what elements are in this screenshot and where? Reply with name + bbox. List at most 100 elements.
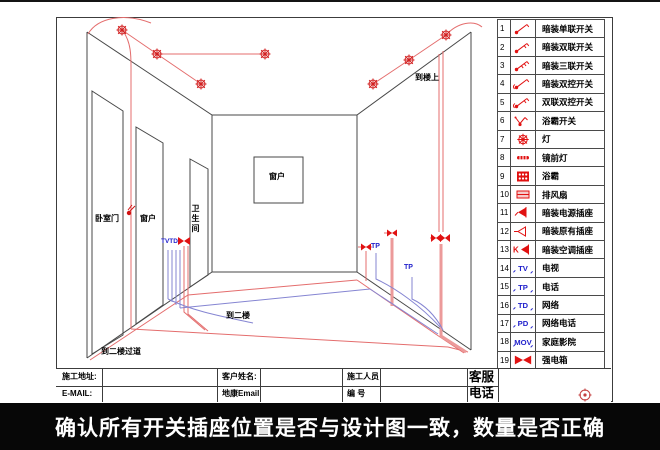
svg-text:TD: TD xyxy=(518,301,529,310)
socket-power-icon xyxy=(511,204,536,222)
switch-single-icon xyxy=(511,20,536,38)
bedroom-door xyxy=(91,90,124,355)
email-label: E-MAIL: xyxy=(62,389,93,398)
bath-heater-icon xyxy=(511,167,536,185)
blue-wiring xyxy=(167,250,444,335)
legend-label: 电视 xyxy=(542,263,560,274)
legend-number: 2 xyxy=(498,38,511,56)
legend-row: 2 暗装双联开关 xyxy=(498,38,604,57)
service-label-line2: 电话 xyxy=(469,386,495,400)
crew-label: 施工人员 xyxy=(347,372,379,381)
switch-two-way-icon xyxy=(511,75,536,93)
lamp-icon xyxy=(511,130,536,148)
switch-icon xyxy=(126,204,136,216)
tvtd-outlet-label: TVTD xyxy=(161,238,178,245)
address-label: 施工地址: xyxy=(62,372,97,381)
td-outlet-icon: TD xyxy=(511,296,536,314)
exhaust-fan-icon xyxy=(511,185,536,204)
legend-label: 浴霸开关 xyxy=(542,115,577,126)
power-socket-icon xyxy=(361,243,371,251)
title-block-divider xyxy=(498,369,499,402)
lamp-icons xyxy=(116,24,452,90)
customer-name-label: 客户姓名: xyxy=(222,372,257,381)
svg-text:TP: TP xyxy=(518,282,528,291)
lamp-icon xyxy=(259,48,271,60)
legend-label: 暗装双控开关 xyxy=(542,78,594,89)
legend-label: 家庭影院 xyxy=(542,336,577,347)
svg-text:PD: PD xyxy=(518,319,529,328)
svg-text:TV: TV xyxy=(518,264,529,273)
legend-number: 7 xyxy=(498,130,511,148)
svg-text:K: K xyxy=(513,246,519,255)
legend-number: 12 xyxy=(498,222,511,241)
red-wiring xyxy=(87,17,483,361)
legend-number: 19 xyxy=(498,351,511,370)
power-socket-icon xyxy=(178,237,190,245)
caption-text: 确认所有开关插座位置是否与设计图一致，数量是否正确 xyxy=(55,416,605,440)
svg-text:MOV: MOV xyxy=(514,338,532,347)
bedroom-door-label: 卧室门 xyxy=(95,214,119,223)
legend-label: 暗装双联开关 xyxy=(542,42,594,53)
legend-number: 3 xyxy=(498,56,511,75)
service-label-line1: 客服 xyxy=(469,370,495,384)
legend-number: 8 xyxy=(498,148,511,167)
tp-outlet-label: TP xyxy=(371,243,380,250)
tv-outlet-icon: TV xyxy=(511,259,536,277)
legend-row: 12 暗装原有插座 xyxy=(498,222,604,242)
title-block: 施工地址: E-MAIL: 客户姓名: 地康Email 施工人员 编 号 客服 … xyxy=(56,368,611,402)
socket-ac-icon: K xyxy=(511,241,536,259)
to-second-floor-label: 到二楼 xyxy=(226,311,250,320)
power-socket-icon xyxy=(387,229,397,237)
title-block-divider xyxy=(467,369,468,402)
switch-triple-icon xyxy=(511,56,536,75)
legend-row: 1 暗装单联开关 xyxy=(498,20,604,39)
mov-outlet-icon: MOV xyxy=(511,333,536,351)
legend-number: 17 xyxy=(498,314,511,333)
legend-number: 4 xyxy=(498,75,511,93)
legend-label: 暗装原有插座 xyxy=(542,226,594,237)
legend-label: 暗装三联开关 xyxy=(542,60,594,71)
socket-existing-icon xyxy=(511,222,536,241)
legend-label: 镜前灯 xyxy=(542,152,568,163)
power-box-icon xyxy=(511,351,536,370)
stamp-icon xyxy=(578,388,592,402)
legend-number: 16 xyxy=(498,296,511,314)
left-window xyxy=(135,126,164,325)
legend-number: 18 xyxy=(498,333,511,351)
switch-double-icon xyxy=(511,38,536,56)
legend-number: 6 xyxy=(498,112,511,130)
tp-outlet-label: TP xyxy=(404,264,413,271)
legend-label: 排风扇 xyxy=(542,189,568,200)
red-thick-wiring xyxy=(390,238,467,354)
legend-number: 1 xyxy=(498,20,511,38)
room-drawing xyxy=(86,17,483,361)
back-window-label: 窗户 xyxy=(269,172,285,181)
title-block-divider xyxy=(342,369,343,402)
legend-label: 暗装空调插座 xyxy=(542,244,594,255)
legend-number: 9 xyxy=(498,167,511,185)
number-label: 编 号 xyxy=(347,389,366,398)
legend-number: 11 xyxy=(498,204,511,222)
legend-label: 暗装单联开关 xyxy=(542,23,594,34)
legend-label: 暗装电源插座 xyxy=(542,207,594,218)
lamp-icon xyxy=(367,78,379,90)
legend-row: 4 暗装双控开关 xyxy=(498,75,604,94)
legend-row: 11 暗装电源插座 xyxy=(498,204,604,223)
lamp-icon xyxy=(403,54,415,66)
pd-outlet-icon: PD xyxy=(511,314,536,333)
legend-row: 6 浴霸开关 xyxy=(498,112,604,131)
lamp-icon xyxy=(440,29,452,41)
top-border-strip xyxy=(0,0,660,2)
legend-label: 强电箱 xyxy=(542,355,568,366)
legend-label: 双联双控开关 xyxy=(542,97,594,108)
legend-row: 8 镜前灯 xyxy=(498,148,604,168)
title-block-divider xyxy=(102,369,103,402)
legend-number: 13 xyxy=(498,241,511,259)
legend-label: 电话 xyxy=(542,281,560,292)
legend-label: 网络电话 xyxy=(542,318,577,329)
